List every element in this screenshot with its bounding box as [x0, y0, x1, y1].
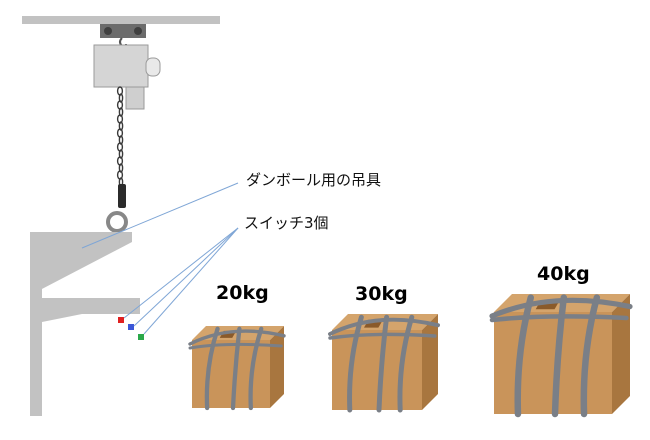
box-strap	[489, 314, 629, 323]
cardboard-box	[489, 294, 633, 418]
hoist-body	[93, 44, 149, 88]
box-weight-label: 20kg	[216, 282, 269, 304]
box-side-face	[270, 326, 284, 408]
ceiling-rail	[22, 16, 220, 24]
box-strap	[328, 317, 440, 336]
switch-green	[138, 334, 144, 340]
box-strap	[230, 326, 242, 411]
box-side-face	[612, 294, 630, 414]
electric-hoist	[93, 24, 161, 110]
hoist-trolley-wheel	[134, 27, 142, 35]
hoist-trolley	[100, 24, 146, 38]
box-strap	[188, 329, 286, 346]
box-strap	[376, 314, 390, 413]
label-switches: スイッチ3個	[244, 214, 329, 232]
box-strap	[514, 294, 535, 418]
box-side-face	[422, 314, 438, 410]
box-front-face	[192, 340, 270, 408]
hook-block	[106, 184, 128, 233]
hoist-chain	[116, 86, 124, 187]
box-weight-label: 40kg	[537, 263, 590, 285]
cardboard-box	[328, 314, 440, 413]
hook-eye	[106, 211, 128, 233]
jig-top-plate	[30, 232, 132, 290]
hook-block-body	[118, 184, 126, 208]
hoist-gearbox	[125, 86, 145, 110]
box-weight-label: 30kg	[355, 283, 408, 305]
leader-line-hoist-jig	[81, 182, 239, 249]
box-front-face	[332, 330, 422, 410]
hoist-motor	[145, 57, 161, 77]
jig-lower-arm	[42, 298, 140, 322]
switch-red	[118, 317, 124, 323]
cardboard-boxes	[188, 294, 633, 418]
box-strap	[347, 314, 364, 413]
leader-line-switch-blue	[133, 227, 239, 327]
box-strap	[328, 332, 437, 340]
leader-line-switch-green	[143, 227, 239, 335]
box-strap	[489, 297, 633, 319]
jig-vertical-post	[30, 232, 42, 416]
cardboard-box	[188, 326, 286, 411]
label-hoist-jig: ダンボール用の吊具	[246, 171, 382, 189]
hoist-trolley-wheel	[104, 27, 112, 35]
box-strap	[580, 294, 601, 418]
box-strap	[188, 342, 283, 350]
box-strap	[551, 294, 568, 418]
hoist-jig-frame	[30, 232, 140, 416]
switch-blue	[128, 324, 134, 330]
box-strap	[397, 314, 415, 413]
leader-line-switch-red	[123, 227, 239, 319]
box-strap	[248, 326, 264, 411]
